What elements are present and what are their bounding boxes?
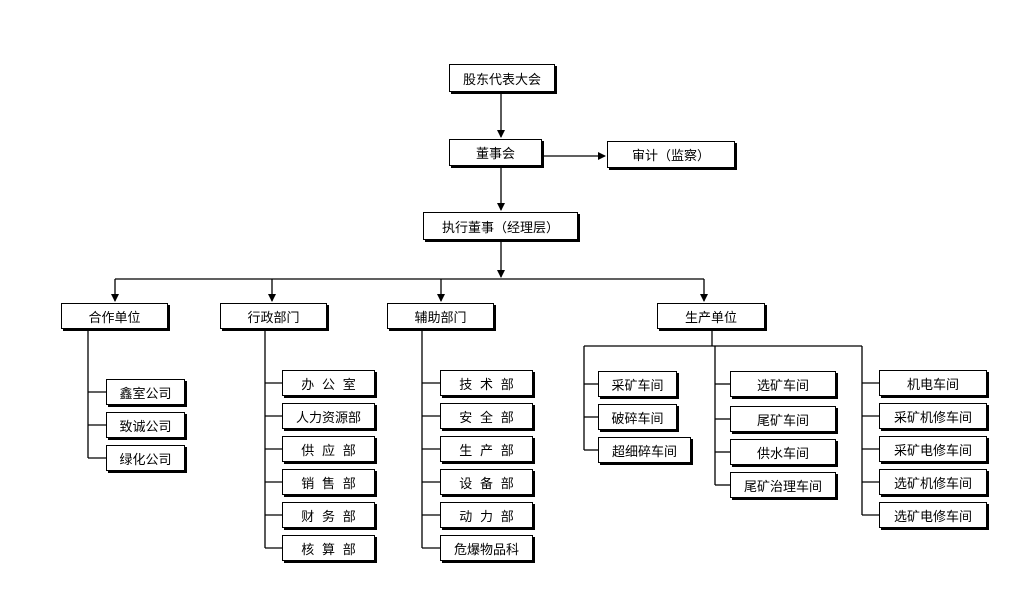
node-production: 生产单位 <box>657 303 765 329</box>
node-label: 办公室 <box>301 377 364 393</box>
node-production-workshop: 选矿电修车间 <box>879 502 987 528</box>
connector-production-branch <box>583 329 879 516</box>
node-production-workshop: 采矿电修车间 <box>879 436 987 462</box>
node-admin-item: 核算部 <box>282 535 375 561</box>
node-support-item: 危爆物品科 <box>440 535 533 561</box>
node-support-item: 生产部 <box>440 436 533 462</box>
node-label: 生产单位 <box>684 310 737 326</box>
node-label: 销售部 <box>301 476 364 492</box>
node-label: 破碎车间 <box>611 411 664 427</box>
node-production-workshop: 采矿车间 <box>598 371 677 397</box>
node-label: 生产部 <box>459 443 522 459</box>
connector-support-branch <box>421 329 440 549</box>
node-board: 董事会 <box>449 139 542 166</box>
connector-admin-branch <box>264 329 282 549</box>
node-label: 供应部 <box>301 443 364 459</box>
node-production-workshop: 超细碎车间 <box>598 437 691 463</box>
node-label: 动力部 <box>459 509 522 525</box>
node-label: 股东代表大会 <box>462 72 541 88</box>
node-label: 辅助部门 <box>414 310 467 326</box>
connector-partners-branch <box>87 329 106 459</box>
node-label: 尾矿治理车间 <box>743 479 822 495</box>
node-label: 机电车间 <box>906 377 959 393</box>
node-label: 绿化公司 <box>119 452 172 468</box>
node-support: 辅助部门 <box>387 303 494 329</box>
node-production-workshop: 选矿机修车间 <box>879 469 987 495</box>
node-label: 审计（监察） <box>631 149 710 164</box>
node-partner-item: 鑫室公司 <box>106 379 185 405</box>
node-label: 采矿机修车间 <box>893 410 972 426</box>
node-admin-item: 销售部 <box>282 469 375 495</box>
node-label: 安全部 <box>459 410 522 426</box>
node-audit: 审计（监察） <box>607 141 735 168</box>
node-partner-item: 绿化公司 <box>106 445 185 471</box>
node-admin-item: 人力资源部 <box>282 403 375 429</box>
node-label: 鑫室公司 <box>119 386 172 402</box>
node-label: 供水车间 <box>756 446 809 462</box>
node-label: 合作单位 <box>88 310 141 326</box>
node-production-workshop: 机电车间 <box>879 370 987 396</box>
node-label: 人力资源部 <box>295 410 361 426</box>
node-label: 核算部 <box>301 542 364 558</box>
node-label: 执行董事（经理层） <box>441 220 559 236</box>
node-label: 致诚公司 <box>119 419 172 435</box>
node-partner-item: 致诚公司 <box>106 412 185 438</box>
node-executive: 执行董事（经理层） <box>423 212 578 240</box>
node-label: 行政部门 <box>247 310 300 326</box>
node-production-workshop: 采矿机修车间 <box>879 403 987 429</box>
node-label: 技术部 <box>459 377 522 393</box>
node-label: 选矿机修车间 <box>893 476 972 492</box>
node-admin-item: 财务部 <box>282 502 375 528</box>
node-production-workshop: 选矿车间 <box>730 371 836 397</box>
node-admin-item: 办公室 <box>282 370 375 396</box>
node-production-workshop: 尾矿车间 <box>730 406 836 432</box>
node-production-workshop: 尾矿治理车间 <box>730 472 836 498</box>
node-support-item: 技术部 <box>440 370 533 396</box>
node-label: 采矿电修车间 <box>893 443 972 459</box>
node-shareholders: 股东代表大会 <box>449 64 555 92</box>
node-support-item: 动力部 <box>440 502 533 528</box>
node-partners: 合作单位 <box>61 303 168 329</box>
node-admin-item: 供应部 <box>282 436 375 462</box>
node-label: 超细碎车间 <box>611 444 677 460</box>
node-label: 选矿电修车间 <box>893 509 972 525</box>
node-production-workshop: 供水车间 <box>730 439 836 465</box>
node-label: 董事会 <box>475 147 515 162</box>
node-label: 选矿车间 <box>756 378 809 394</box>
node-support-item: 设备部 <box>440 469 533 495</box>
node-label: 危爆物品科 <box>453 542 519 558</box>
node-production-workshop: 破碎车间 <box>598 404 677 430</box>
node-label: 设备部 <box>459 476 522 492</box>
node-admin: 行政部门 <box>220 303 327 329</box>
node-support-item: 安全部 <box>440 403 533 429</box>
node-label: 采矿车间 <box>611 378 664 394</box>
node-label: 尾矿车间 <box>756 413 809 429</box>
node-label: 财务部 <box>301 509 364 525</box>
